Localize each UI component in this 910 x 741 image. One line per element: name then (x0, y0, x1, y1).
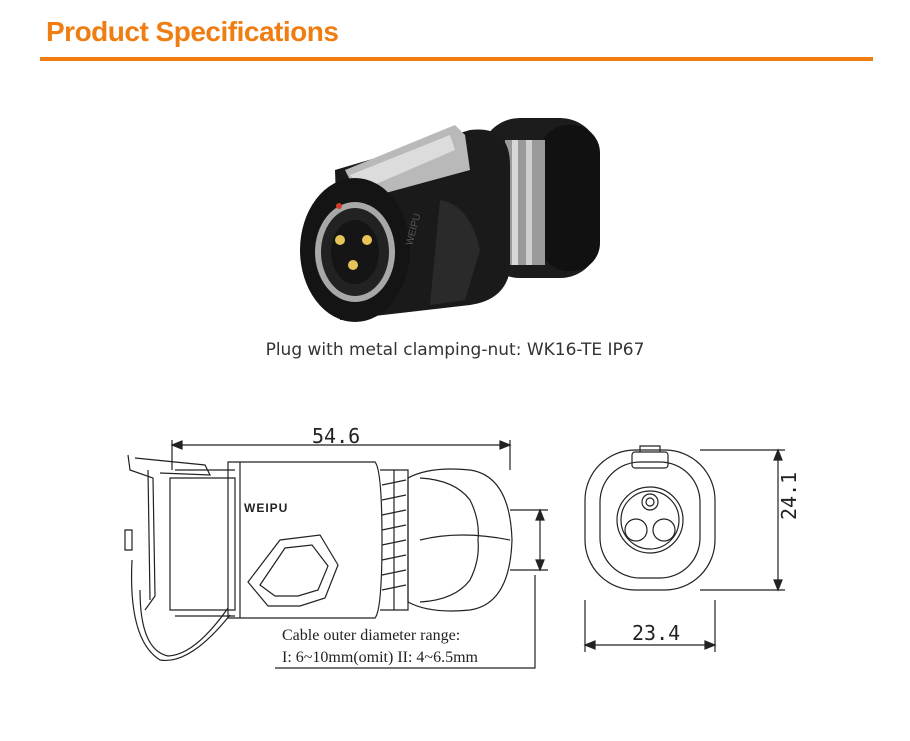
cable-note-line2: I: 6~10mm(omit) II: 4~6.5mm (282, 649, 479, 666)
length-dimension: 54.6 (312, 424, 360, 448)
width-dimension: 23.4 (632, 621, 680, 645)
title-underline (40, 57, 873, 61)
product-caption: Plug with metal clamping-nut: WK16-TE IP… (265, 340, 645, 360)
page-title: Product Specifications (46, 16, 339, 47)
side-view-drawing: WEIPU (124, 440, 548, 669)
cable-note-line1: Cable outer diameter range: (282, 627, 460, 644)
height-dimension: 24.1 (777, 472, 801, 520)
drawing-brand-mark: WEIPU (244, 501, 288, 515)
connector-photo: WEIPU (300, 118, 600, 322)
front-view-drawing (583, 445, 785, 652)
